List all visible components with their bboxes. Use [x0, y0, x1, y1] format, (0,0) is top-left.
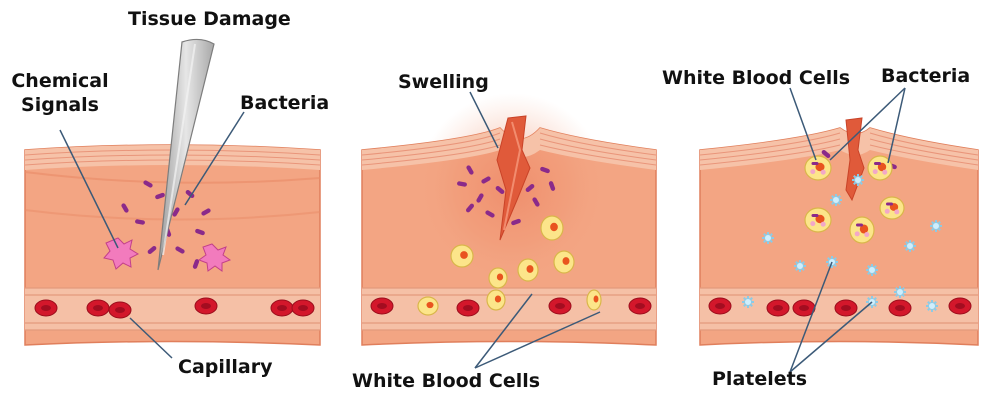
label-capillary: Capillary: [178, 356, 272, 378]
white-blood-cell: [451, 245, 473, 267]
label-chemical-signals-line2: Signals: [0, 94, 120, 116]
white-blood-cell: [541, 216, 563, 240]
platelet-icon: [926, 300, 938, 312]
red-blood-cell: [709, 298, 731, 314]
platelet-icon: [794, 260, 806, 272]
white-blood-cell: [418, 297, 438, 315]
white-blood-cell: [489, 268, 507, 288]
label-platelets: Platelets: [712, 368, 807, 390]
label-bacteria: Bacteria: [240, 92, 329, 114]
red-blood-cell: [767, 300, 789, 316]
red-blood-cell: [292, 300, 314, 316]
white-blood-cell: [554, 251, 574, 273]
label-white-blood-cells: White Blood Cells: [662, 67, 850, 89]
label-bacteria: Bacteria: [881, 65, 970, 87]
white-blood-cell: [587, 290, 601, 310]
white-blood-cell: [850, 217, 874, 243]
red-blood-cell: [889, 300, 911, 316]
label-tissue-damage: Tissue Damage: [128, 8, 288, 30]
white-blood-cell: [805, 208, 831, 232]
red-blood-cell: [87, 300, 109, 316]
platelet-icon: [742, 296, 754, 308]
platelet-icon: [866, 264, 878, 276]
panel-swelling: [362, 93, 656, 345]
platelet-icon: [894, 286, 906, 298]
red-blood-cell: [109, 302, 131, 318]
red-blood-cell: [35, 300, 57, 316]
red-blood-cell: [457, 300, 479, 316]
red-blood-cell: [271, 300, 293, 316]
white-blood-cell: [487, 290, 505, 310]
platelet-icon: [904, 240, 916, 252]
label-white-blood-cells: White Blood Cells: [352, 370, 540, 392]
red-blood-cell: [949, 298, 971, 314]
label-chemical-signals-line1: Chemical: [0, 70, 120, 92]
red-blood-cell: [835, 300, 857, 316]
label-swelling: Swelling: [398, 71, 489, 93]
platelet-icon: [762, 232, 774, 244]
platelet-icon: [852, 174, 864, 186]
white-blood-cell: [880, 197, 904, 219]
platelet-icon: [830, 194, 842, 206]
red-blood-cell: [549, 298, 571, 314]
red-blood-cell: [629, 298, 651, 314]
platelet-icon: [930, 220, 942, 232]
red-blood-cell: [371, 298, 393, 314]
red-blood-cell: [195, 298, 217, 314]
white-blood-cell: [805, 156, 831, 180]
white-blood-cell: [518, 259, 538, 281]
